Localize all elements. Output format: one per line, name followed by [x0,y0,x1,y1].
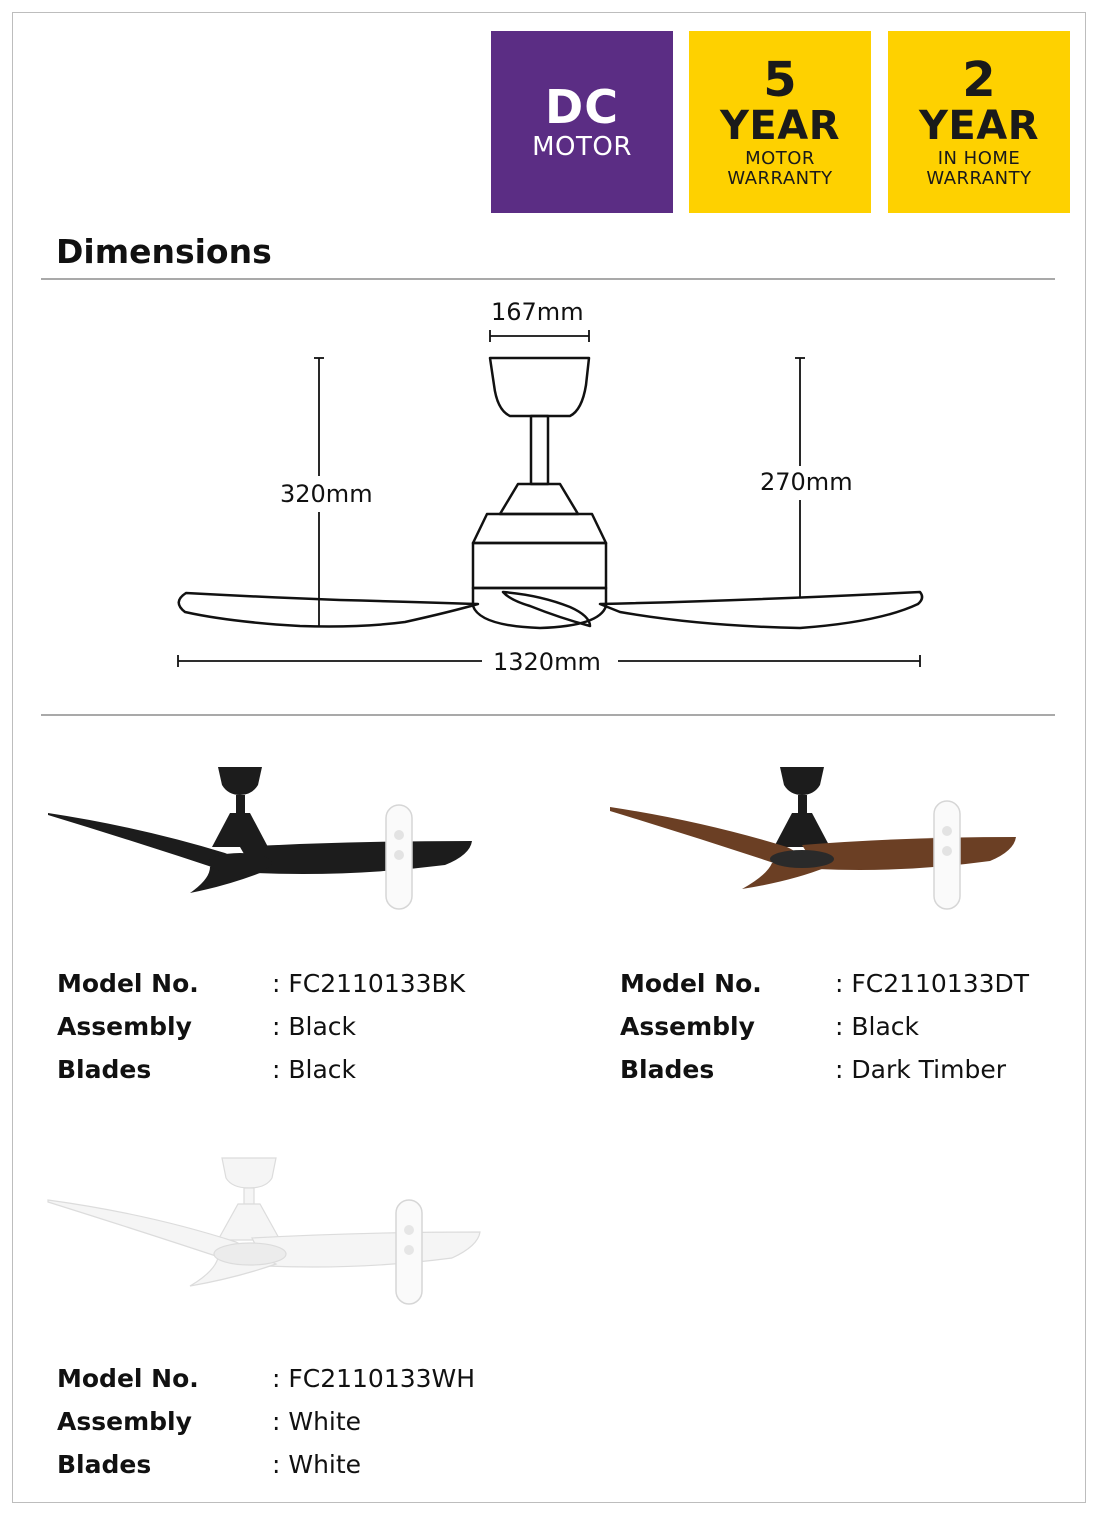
divider-bottom [41,714,1055,716]
spec-row-blades: Blades : Black [57,1048,465,1091]
badge-home-line1: IN HOME [937,148,1021,169]
badge-motor-unit: YEAR [719,103,841,149]
badge-motor-years: 5 [763,52,797,108]
model-label: Model No. [57,969,199,998]
spec-block-dark-timber: Model No. : FC2110133DT Assembly : Black… [620,962,1029,1091]
fan-image-black [48,767,472,910]
blades-value: : Black [272,1055,357,1084]
assembly-label: Assembly [57,1407,192,1436]
fan-image-dark-timber [610,767,1016,910]
badge-motor-line1: MOTOR [745,148,815,169]
blade-height-label: 270mm [760,468,853,496]
fan-image-white [47,1157,481,1305]
spec-block-black: Model No. : FC2110133BK Assembly : Black… [57,962,465,1091]
badge-dc-title: DC [545,80,619,134]
badge-home-unit: YEAR [918,103,1040,149]
badge-home-years: 2 [962,52,996,108]
divider-top [41,278,1055,280]
motor-warranty-badge: 5 YEAR MOTOR WARRANTY [689,31,871,213]
spec-row-model: Model No. : FC2110133BK [57,962,465,1005]
assembly-label: Assembly [57,1012,192,1041]
spec-row-model: Model No. : FC2110133WH [57,1357,475,1400]
model-value: : FC2110133WH [272,1364,476,1393]
dimensions-heading: Dimensions [56,232,272,271]
spec-row-model: Model No. : FC2110133DT [620,962,1029,1005]
page-frame [12,12,1086,1503]
model-value: : FC2110133BK [272,969,466,998]
span-label: 1320mm [493,648,601,676]
spec-block-white: Model No. : FC2110133WH Assembly : White… [57,1357,475,1486]
home-warranty-badge: 2 YEAR IN HOME WARRANTY [888,31,1070,213]
badge-home-line2: WARRANTY [926,168,1032,189]
blades-label: Blades [57,1450,152,1479]
canopy-width-label: 167mm [491,298,584,326]
model-label: Model No. [620,969,762,998]
badge-dc-subtitle: MOTOR [532,132,632,162]
total-height-label: 320mm [280,480,373,508]
badge-motor-line2: WARRANTY [727,168,833,189]
fan-dimension-diagram [177,330,924,667]
model-label: Model No. [57,1364,199,1393]
assembly-value: : Black [835,1012,920,1041]
blades-value: : White [272,1450,362,1479]
assembly-value: : Black [272,1012,357,1041]
spec-row-blades: Blades : White [57,1443,475,1486]
assembly-label: Assembly [620,1012,755,1041]
blades-label: Blades [620,1055,715,1084]
dc-motor-badge: DC MOTOR [491,31,673,213]
spec-row-assembly: Assembly : White [57,1400,475,1443]
spec-row-assembly: Assembly : Black [57,1005,465,1048]
assembly-value: : White [272,1407,362,1436]
spec-row-assembly: Assembly : Black [620,1005,1029,1048]
blades-label: Blades [57,1055,152,1084]
model-value: : FC2110133DT [835,969,1030,998]
blades-value: : Dark Timber [835,1055,1006,1084]
spec-row-blades: Blades : Dark Timber [620,1048,1029,1091]
